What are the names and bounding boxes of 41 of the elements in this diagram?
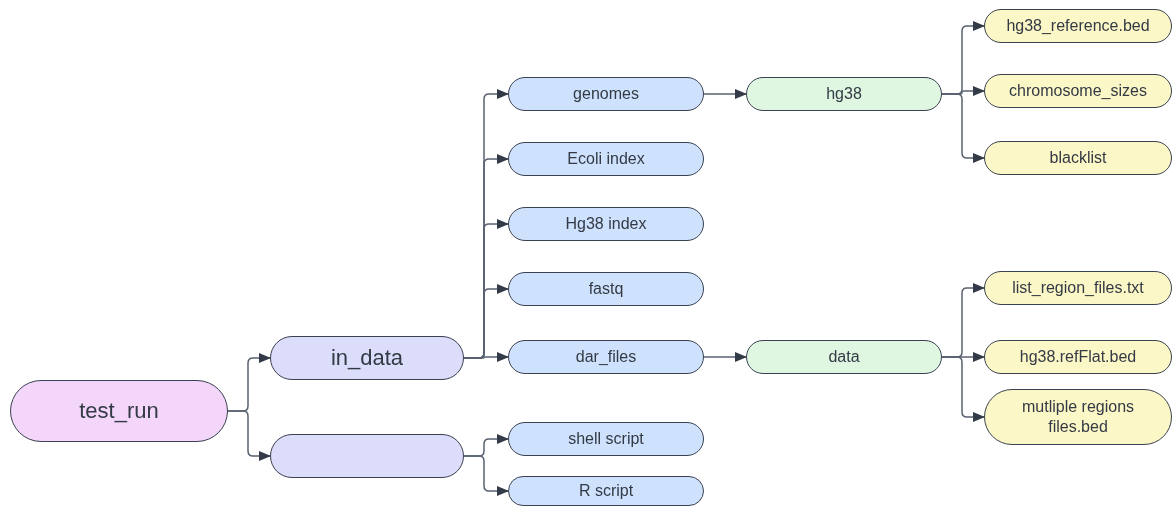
- folder-node: [746, 340, 942, 374]
- folder-node: [508, 476, 704, 506]
- node-label: hg38.refFlat.bed: [1019, 347, 1137, 367]
- folder-node: [984, 9, 1172, 43]
- node-label: hg38_reference.bed: [1006, 16, 1150, 36]
- node-label: R script: [578, 481, 634, 501]
- folder-node: [508, 77, 704, 111]
- folder-node: [508, 272, 704, 306]
- node-label: in_data: [330, 344, 404, 372]
- folder-node: [508, 142, 704, 176]
- node-label: test_run: [79, 397, 159, 425]
- arrow: [703, 89, 747, 99]
- folder-node: [984, 271, 1172, 305]
- node-label: list_region_files.txt: [1012, 278, 1144, 298]
- arrow: [227, 410, 271, 461]
- node-label: fastq: [588, 279, 624, 299]
- folder-node: [508, 422, 704, 456]
- node-label: chromosome_sizes: [1009, 81, 1147, 101]
- arrow: [941, 93, 985, 163]
- node-label: mutliple regions files.bed: [1020, 397, 1136, 437]
- arrow: [463, 455, 509, 496]
- arrow: [463, 352, 509, 362]
- arrow: [941, 356, 985, 422]
- node-label: shell script: [568, 429, 644, 449]
- folder-node: [984, 74, 1172, 108]
- folder-node: [508, 340, 704, 374]
- folder-node: [508, 207, 704, 241]
- node-label: Hg38 index: [565, 214, 647, 234]
- folder-node: [984, 141, 1172, 175]
- node-label: dar_files: [575, 347, 637, 367]
- folder-node: [746, 77, 942, 111]
- node-label: Ecoli index: [567, 149, 645, 169]
- folder-node: [984, 340, 1172, 374]
- arrow: [703, 352, 747, 362]
- node-label: blacklist: [1049, 148, 1107, 168]
- node-label: data: [828, 347, 860, 367]
- folder-node: [270, 336, 464, 380]
- node-label: genomes: [573, 84, 639, 104]
- node-label: hg38: [826, 84, 862, 104]
- folder-node: [270, 434, 464, 478]
- folder-node: [984, 389, 1172, 445]
